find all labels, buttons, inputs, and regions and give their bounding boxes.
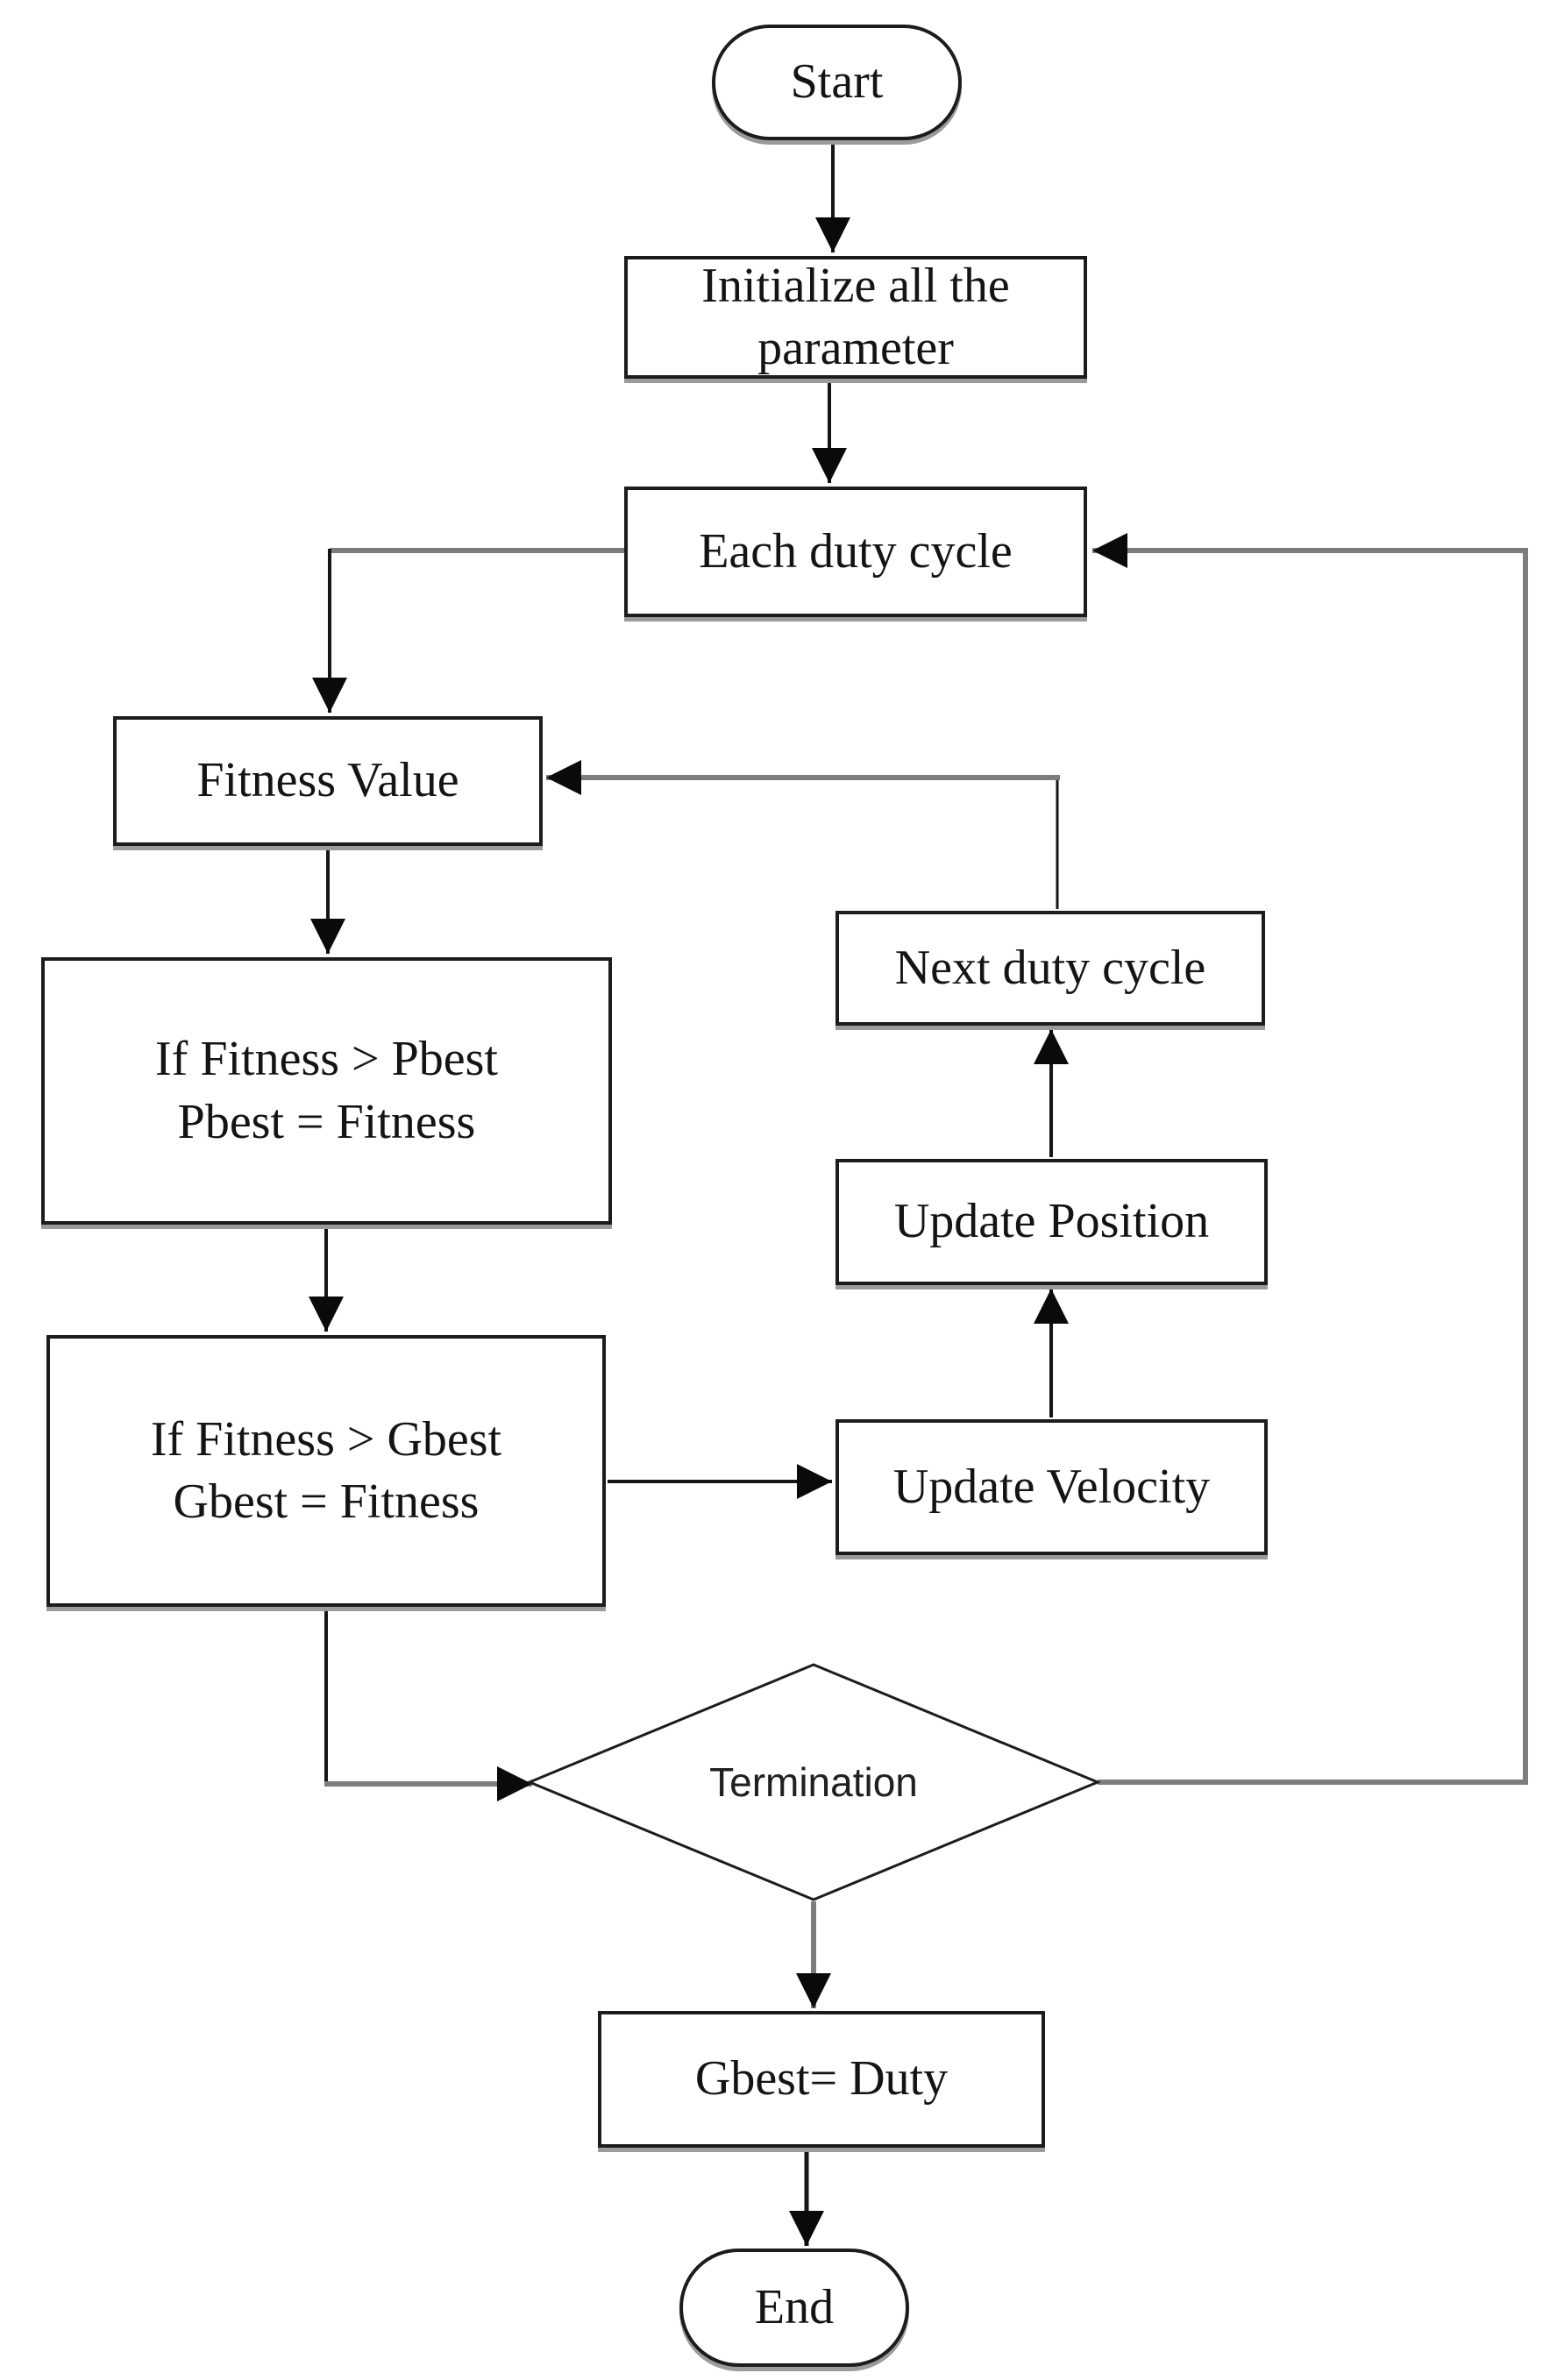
node-gbest-duty: Gbest= Duty bbox=[598, 2011, 1045, 2148]
node-termination-shape bbox=[526, 1663, 1101, 1901]
node-next-duty-cycle-label-line: Next duty cycle bbox=[894, 940, 1206, 995]
node-each-duty-cycle: Each duty cycle bbox=[624, 487, 1087, 617]
node-initialize-label-line: Initialize all the bbox=[701, 258, 1010, 313]
node-update-position: Update Position bbox=[835, 1159, 1268, 1285]
node-pbest-check-label-line: Pbest = Fitness bbox=[177, 1094, 476, 1149]
node-fitness-value: Fitness Value bbox=[113, 716, 543, 846]
node-each-duty-cycle-label-line: Each duty cycle bbox=[699, 523, 1013, 579]
node-end: End bbox=[679, 2249, 909, 2367]
node-gbest-check-label-line: If Fitness > Gbest bbox=[150, 1411, 502, 1467]
node-next-duty-cycle: Next duty cycle bbox=[835, 911, 1265, 1026]
node-fitness-value-label-line: Fitness Value bbox=[196, 753, 459, 808]
node-end-label-line: End bbox=[754, 2279, 835, 2334]
node-termination-label: Termination bbox=[709, 1759, 918, 1805]
node-pbest-check-label-line: If Fitness > Pbest bbox=[155, 1032, 498, 1087]
node-update-velocity: Update Velocity bbox=[835, 1419, 1268, 1555]
node-update-position-label-line: Update Position bbox=[893, 1194, 1210, 1249]
node-termination: Termination bbox=[530, 1665, 1098, 1900]
node-initialize: Initialize all the parameter bbox=[624, 256, 1087, 379]
node-start: Start bbox=[712, 25, 962, 140]
node-gbest-check-label-line: Gbest = Fitness bbox=[173, 1474, 480, 1529]
node-start-label-line: Start bbox=[790, 54, 884, 110]
node-update-velocity-label-line: Update Velocity bbox=[892, 1459, 1211, 1514]
edge-termination-feedback-to-each-duty bbox=[1092, 533, 1528, 1785]
node-gbest-duty-label-line: Gbest= Duty bbox=[694, 2051, 949, 2106]
node-initialize-label-line: parameter bbox=[757, 321, 954, 375]
